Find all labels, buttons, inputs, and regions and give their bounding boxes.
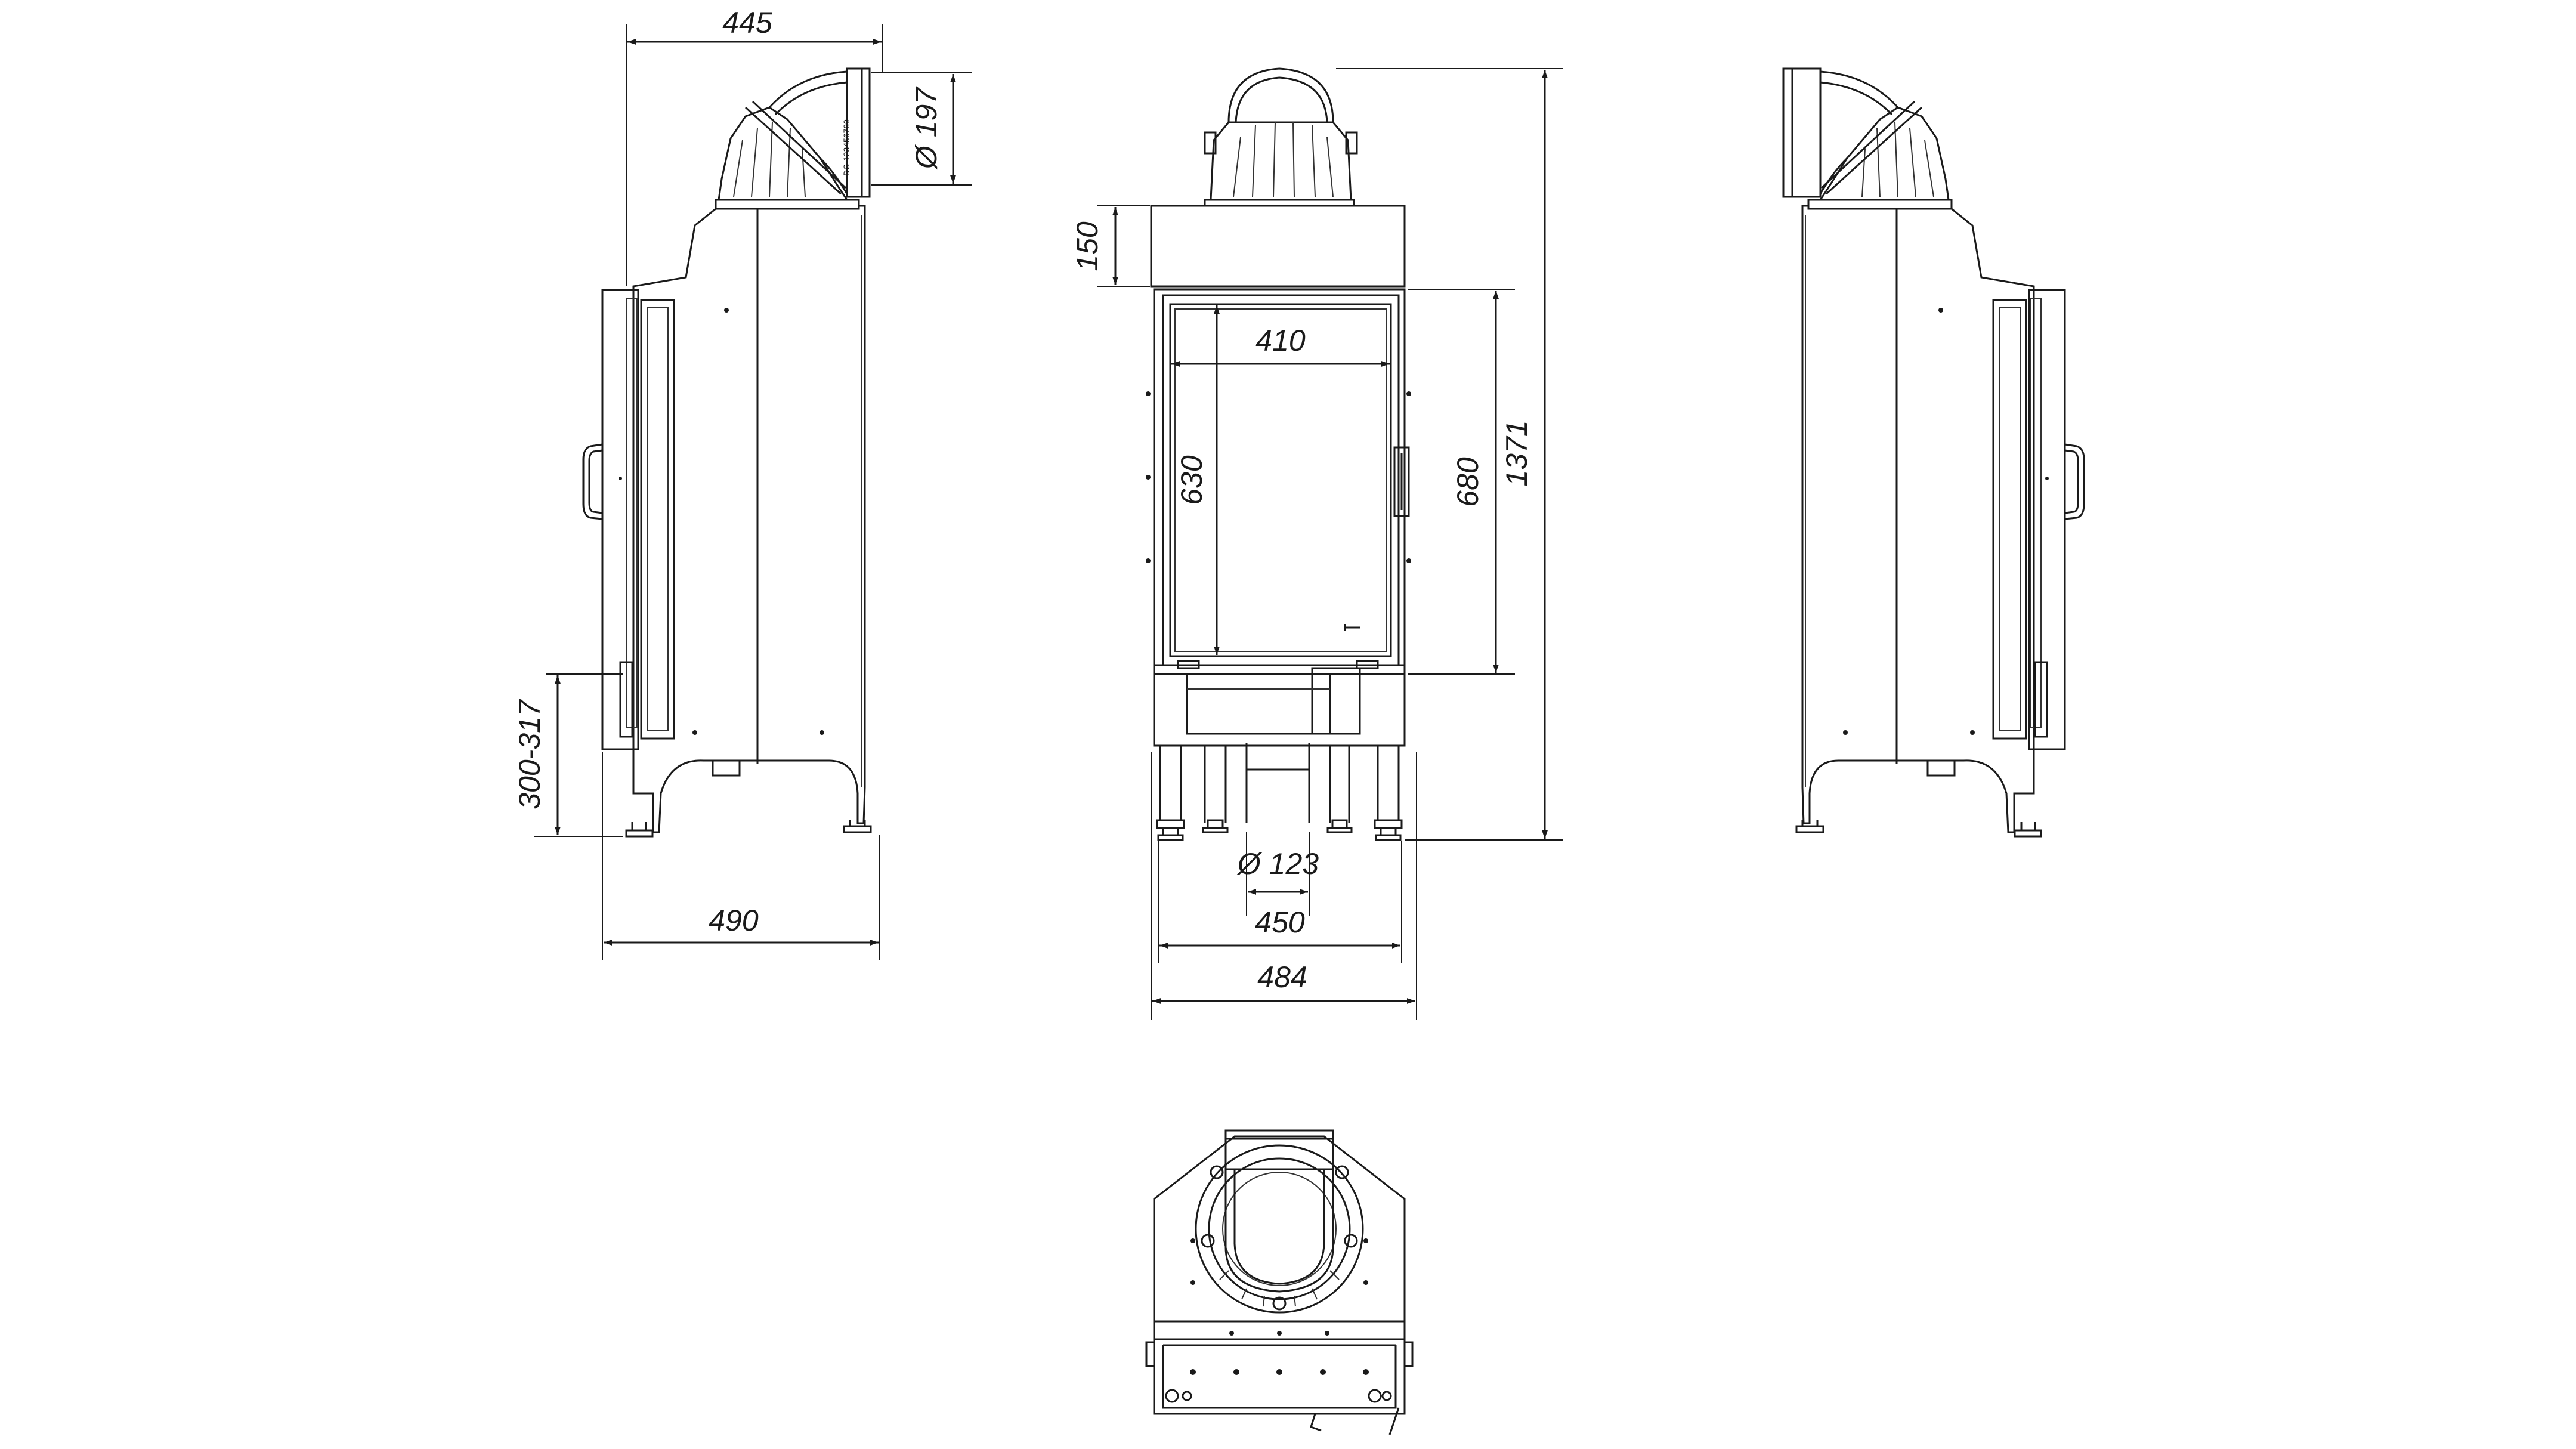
right-dot xyxy=(2045,477,2049,480)
left-door-handle xyxy=(582,443,603,520)
dim-410-label: 410 xyxy=(1255,324,1306,357)
right-side-view xyxy=(1782,67,2085,838)
front-glass xyxy=(1169,303,1392,657)
dim-300-label: 300-317 xyxy=(513,699,546,810)
right-lower-bracket xyxy=(2034,661,2048,738)
top-front-plate xyxy=(1153,1339,1406,1415)
front-dome xyxy=(1227,67,1334,123)
left-screw-3 xyxy=(820,730,824,735)
left-foot-back xyxy=(843,820,872,833)
top-ring-bolts xyxy=(1201,1165,1358,1311)
right-glass-edge xyxy=(1992,299,2027,740)
left-ash-slot xyxy=(712,759,741,777)
front-lock-symbol xyxy=(1344,624,1360,631)
dim-197-label: Ø 197 xyxy=(910,86,943,170)
front-lower-clips xyxy=(1177,660,1379,669)
left-glass-edge xyxy=(640,299,675,740)
dim-1371-label: 1371 xyxy=(1500,420,1533,486)
front-ash-drawer xyxy=(1186,673,1331,735)
right-foot-front xyxy=(2014,822,2042,838)
front-feet xyxy=(1156,819,1403,841)
front-collar xyxy=(1204,121,1355,206)
top-flue-ring-mid xyxy=(1208,1157,1351,1300)
front-lower-section xyxy=(1153,664,1406,747)
dim-150-label: 150 xyxy=(1071,221,1104,271)
top-flue-ring-inner xyxy=(1222,1172,1337,1286)
dim-490-label: 490 xyxy=(709,904,759,937)
left-glass-inner xyxy=(647,307,669,731)
front-glass-inner xyxy=(1174,308,1387,652)
left-dot xyxy=(619,477,622,480)
right-elbow xyxy=(1819,70,1899,197)
front-top-section xyxy=(1150,205,1406,288)
left-side-view: DC-123456789 445 Ø 197 300-317 490 xyxy=(513,6,972,960)
right-screw xyxy=(1938,308,1943,313)
left-flue-label: DC-123456789 xyxy=(842,119,851,176)
right-door-handle xyxy=(2064,443,2085,520)
right-ash-slot xyxy=(1926,759,1956,777)
top-view xyxy=(1145,1129,1414,1435)
right-door-frame xyxy=(2028,289,2066,750)
front-view: 150 410 630 680 1371 Ø 123 450 484 xyxy=(1071,67,1563,1020)
top-front-knobs xyxy=(1165,1389,1392,1403)
left-body-outline xyxy=(632,205,866,833)
top-flue-flange xyxy=(1224,1129,1334,1140)
front-collar-ribs xyxy=(1233,122,1334,197)
dim-484-label: 484 xyxy=(1257,960,1307,994)
left-flue-collar xyxy=(846,67,871,198)
top-elbow xyxy=(1224,1136,1334,1293)
top-plate-screws xyxy=(1190,1238,1369,1375)
front-legs xyxy=(1159,746,1400,823)
right-glass-inner xyxy=(1999,307,2021,731)
dim-123-label: Ø 123 xyxy=(1236,847,1319,880)
left-elbow xyxy=(768,70,848,197)
right-brace xyxy=(1820,100,1923,195)
front-hinge-dots xyxy=(1146,391,1411,563)
front-air-box xyxy=(1311,667,1361,735)
right-screw-2 xyxy=(1970,730,1975,735)
left-door-frame xyxy=(601,289,639,750)
left-foot-front xyxy=(625,822,654,838)
top-front-latch xyxy=(1310,1407,1400,1435)
right-flue-collar xyxy=(1782,67,1822,198)
dim-680-label: 680 xyxy=(1451,457,1485,507)
right-body-outline xyxy=(1801,205,2035,833)
left-screw xyxy=(724,308,729,313)
front-door-handle xyxy=(1393,446,1410,517)
front-collar-lug-right xyxy=(1345,131,1358,155)
right-screw-3 xyxy=(1843,730,1848,735)
left-lower-bracket xyxy=(619,661,633,738)
top-ring-ribs xyxy=(1219,1270,1340,1307)
dim-445-label: 445 xyxy=(722,6,772,39)
left-brace xyxy=(744,100,847,195)
front-air-duct xyxy=(1245,743,1310,823)
left-collar-ribs xyxy=(733,122,806,197)
top-side-clips xyxy=(1145,1341,1414,1367)
right-collar-ribs xyxy=(1861,122,1934,197)
left-screw-2 xyxy=(692,730,697,735)
dim-450-label: 450 xyxy=(1255,906,1305,939)
front-collar-lug-left xyxy=(1204,131,1217,155)
dim-630-label: 630 xyxy=(1175,455,1208,505)
right-foot-back xyxy=(1795,820,1824,833)
top-flue-ring-outer xyxy=(1195,1144,1364,1314)
top-elbow-inner xyxy=(1233,1169,1325,1285)
